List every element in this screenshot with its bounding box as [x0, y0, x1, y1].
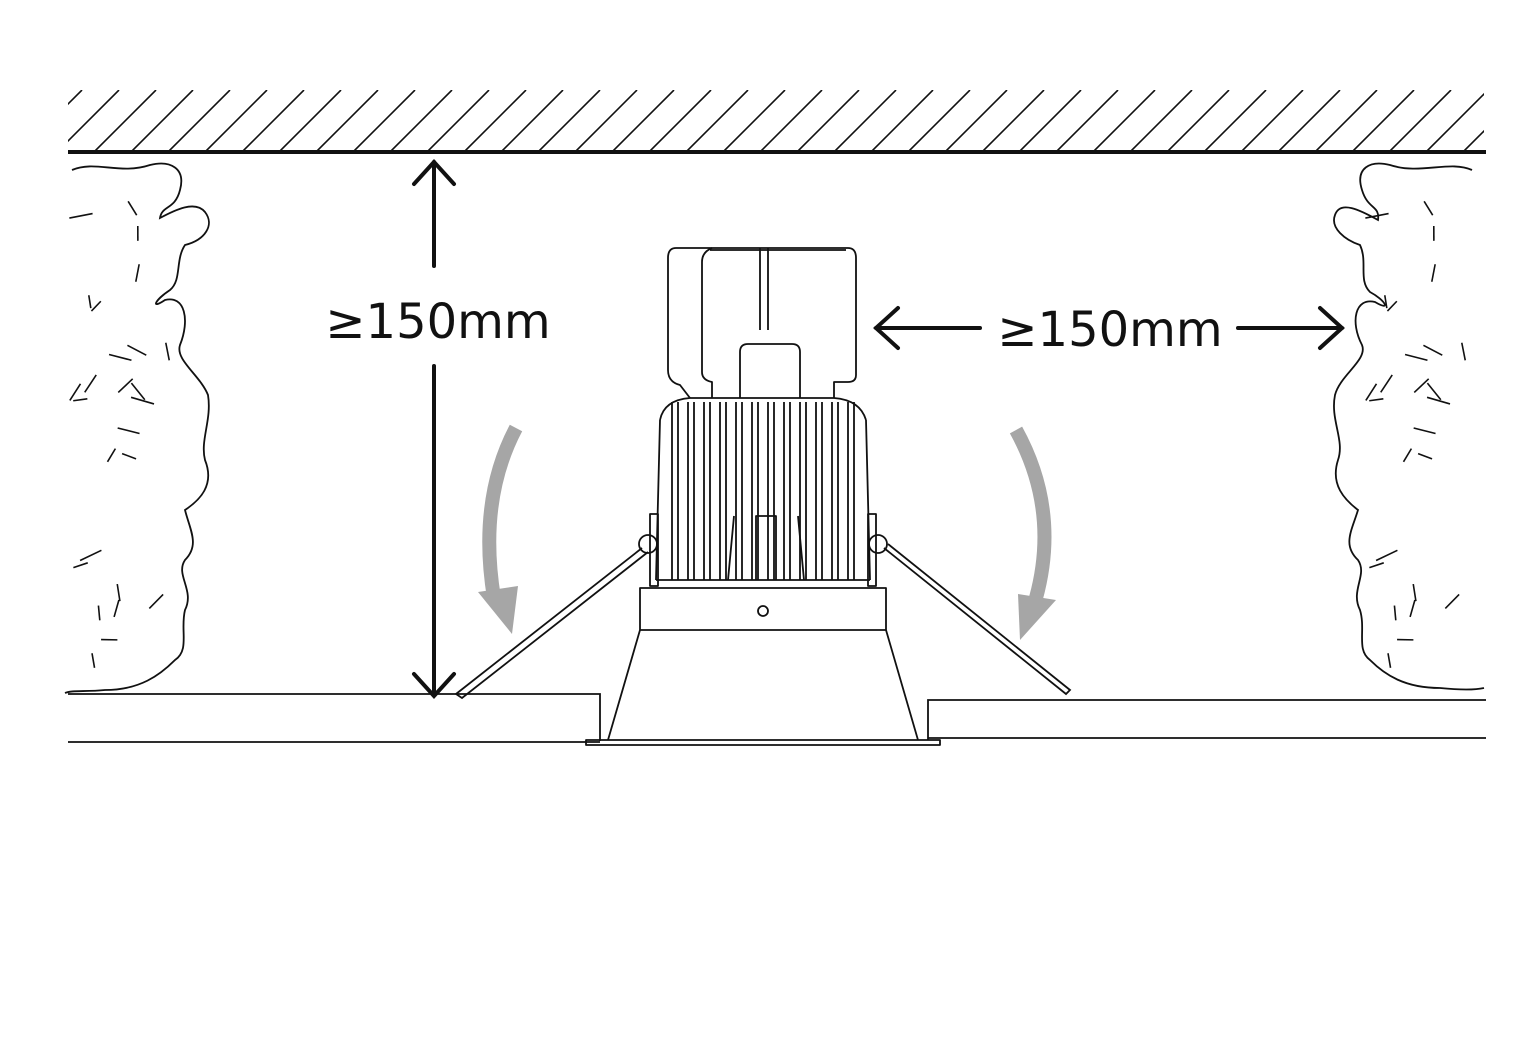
horizontal-clearance-label: ≥150mm: [997, 302, 1222, 358]
spring-clips: [456, 544, 1070, 698]
ceiling-board: [68, 694, 1486, 742]
insulation-right: [1334, 164, 1484, 690]
vertical-dimension: [414, 162, 454, 696]
rotation-arrow-right: [1016, 430, 1056, 640]
ceiling-slab: [20, 90, 1536, 152]
insulation-left: [65, 164, 209, 693]
vertical-clearance-label: ≥150mm: [325, 294, 550, 350]
downlight-fixture: [586, 248, 940, 745]
rotation-arrow-left: [478, 428, 518, 634]
